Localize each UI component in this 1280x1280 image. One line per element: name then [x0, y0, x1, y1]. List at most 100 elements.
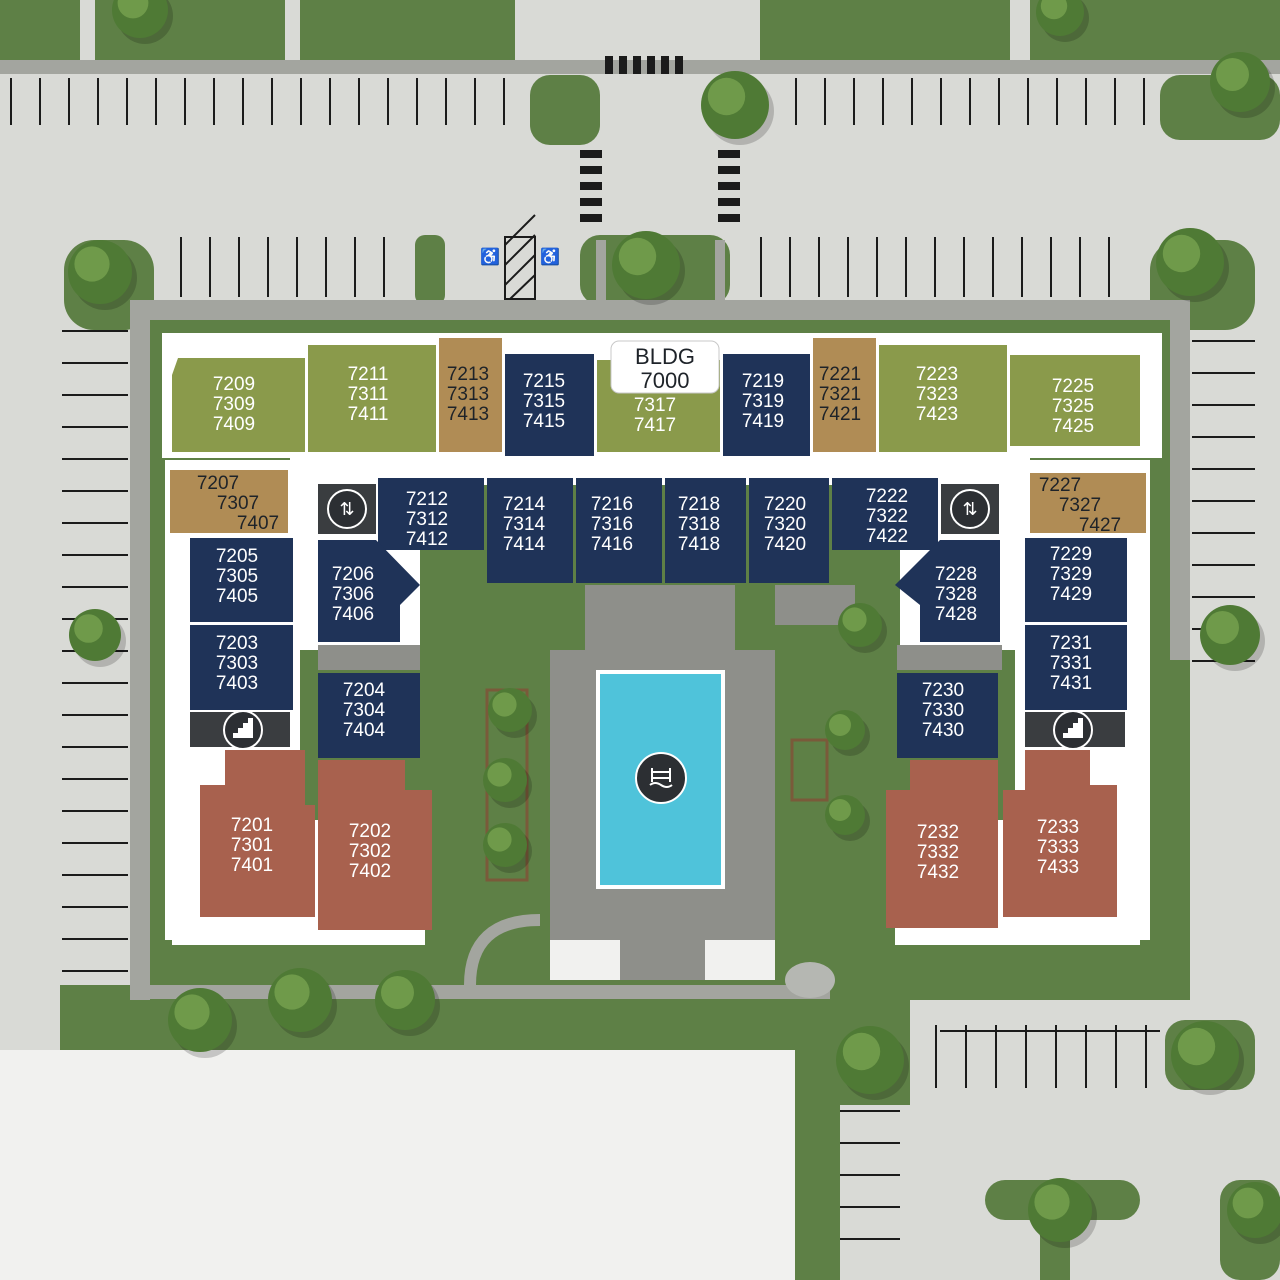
parking-stall-line — [503, 78, 505, 125]
parking-stall-line — [416, 78, 418, 125]
parking-stall-line — [905, 237, 907, 297]
parking-stall-line — [1192, 596, 1255, 598]
unit-shape[interactable] — [813, 338, 876, 452]
unit-number: 7219 — [742, 371, 784, 392]
unit-number: 7317 — [634, 395, 676, 416]
unit-shape[interactable] — [487, 478, 573, 583]
elevator-icon[interactable]: ⇅ — [941, 484, 999, 534]
unit-number: 7302 — [349, 841, 391, 862]
svg-text:⇅: ⇅ — [339, 499, 354, 519]
unit-number: 7229 — [1050, 544, 1092, 565]
building-label: BLDG 7000 — [610, 340, 720, 394]
unit-shape[interactable] — [832, 478, 938, 550]
tree-icon — [68, 240, 137, 310]
accessible-parking-icon: ♿ — [480, 247, 500, 266]
unit-number: 7402 — [349, 861, 391, 882]
parking-stall-line — [296, 237, 298, 297]
unit-shape[interactable] — [1030, 473, 1146, 533]
unit-shape[interactable] — [1010, 355, 1140, 446]
unit-number: 7318 — [678, 514, 720, 535]
unit-shape[interactable] — [378, 478, 484, 550]
unit-number: 7231 — [1050, 633, 1092, 654]
unit-number: 7209 — [213, 374, 255, 395]
unit-shape[interactable] — [318, 673, 420, 758]
unit-number: 7404 — [343, 720, 386, 741]
unit-shape[interactable] — [318, 540, 420, 642]
parking-stall-line — [184, 78, 186, 125]
tree-icon — [836, 1026, 909, 1100]
unit-shape[interactable] — [172, 358, 305, 452]
parking-stall-line — [39, 78, 41, 125]
unit-number: 7433 — [1037, 857, 1079, 878]
pool-icon[interactable] — [635, 752, 687, 804]
parking-stall-line — [354, 237, 356, 297]
unit-shape[interactable] — [190, 625, 293, 710]
unit-shape[interactable] — [308, 345, 436, 452]
unit-number: 7223 — [916, 364, 958, 385]
unit-shape[interactable] — [749, 478, 829, 583]
unit-shape[interactable] — [190, 538, 293, 622]
unit-shape[interactable] — [723, 354, 810, 456]
stairs-icon[interactable] — [190, 710, 290, 750]
unit-shape[interactable] — [886, 760, 998, 928]
unit-shape[interactable] — [665, 478, 746, 583]
unit-shape[interactable] — [318, 760, 432, 930]
unit-number: 7414 — [503, 534, 546, 555]
unit-shape[interactable] — [897, 673, 998, 758]
tree-icon — [1227, 1182, 1280, 1244]
unit-shape[interactable] — [1025, 625, 1127, 710]
parking-stall-line — [238, 237, 240, 297]
unit-shape[interactable] — [895, 540, 1000, 642]
parking-stall-line — [969, 78, 971, 125]
parking-stall-line — [62, 714, 128, 716]
unit-shape[interactable] — [200, 750, 315, 917]
unit-number: 7322 — [866, 506, 908, 527]
unit-shape[interactable] — [505, 354, 594, 456]
parking-stall-line — [62, 938, 128, 940]
parking-stall-line — [1114, 78, 1116, 125]
unit-number: 7323 — [916, 384, 958, 405]
stairs-icon[interactable] — [1025, 710, 1125, 750]
unit-number: 7228 — [935, 564, 977, 585]
unit-shape[interactable] — [879, 345, 1007, 452]
unit-shape[interactable] — [439, 338, 502, 452]
unit-shape[interactable] — [1003, 750, 1117, 917]
unit-shape[interactable] — [576, 478, 662, 583]
unit-shape[interactable] — [1025, 538, 1127, 622]
corridor-segment — [318, 645, 420, 670]
unit-number: 7227 — [1039, 475, 1081, 496]
unit-shape[interactable] — [170, 470, 288, 533]
unit-number: 7332 — [917, 842, 959, 863]
elevator-icon[interactable]: ⇅ — [318, 484, 376, 534]
parking-stall-line — [213, 78, 215, 125]
unit-number: 7422 — [866, 526, 908, 547]
